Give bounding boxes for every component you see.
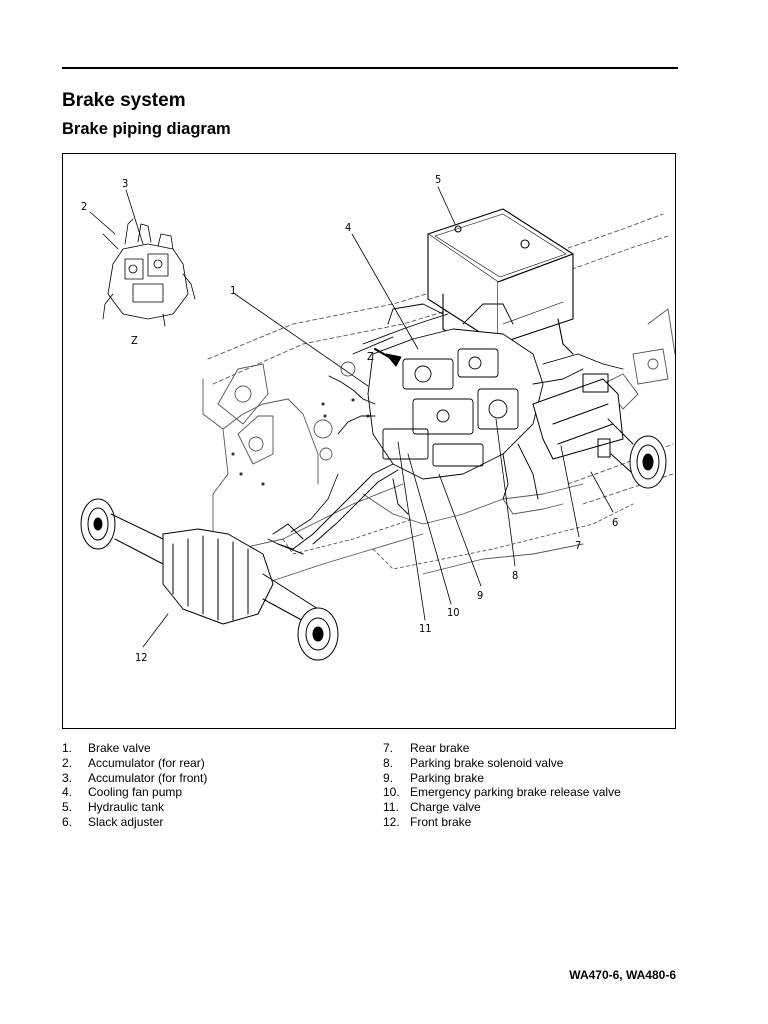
legend-item: 9. Parking brake xyxy=(383,771,683,786)
callout-4: 4 xyxy=(345,221,351,234)
legend-num: 12. xyxy=(383,814,400,829)
footer-model: WA470-6, WA480-6 xyxy=(569,968,676,982)
legend-text: Slack adjuster xyxy=(88,814,164,829)
legend-num: 5. xyxy=(62,800,73,815)
callout-9: 9 xyxy=(477,589,483,602)
inset-label-z: Z xyxy=(131,334,138,347)
callout-12: 12 xyxy=(135,651,148,664)
callout-5: 5 xyxy=(435,173,441,186)
brake-piping-diagram: Z Z 1 2 3 4 5 6 7 8 9 10 11 12 xyxy=(62,153,676,729)
legend-item: 4. Cooling fan pump xyxy=(62,785,362,800)
legend-text: Parking brake solenoid valve xyxy=(410,755,564,770)
legend-item: 3. Accumulator (for front) xyxy=(62,771,362,786)
legend-text: Accumulator (for rear) xyxy=(88,755,205,770)
callout-8: 8 xyxy=(512,569,518,582)
callout-3: 3 xyxy=(122,177,128,190)
rear-axle-drawing xyxy=(532,373,667,489)
legend-item: 5. Hydraulic tank xyxy=(62,800,362,815)
legend-item: 8. Parking brake solenoid valve xyxy=(383,756,683,771)
callout-7: 7 xyxy=(575,539,581,552)
legend-item: 1. Brake valve xyxy=(62,741,362,756)
legend-item: 10. Emergency parking brake release valve xyxy=(383,785,683,800)
legend-right: 7. Rear brake 8. Parking brake solenoid va… xyxy=(383,741,683,830)
legend-item: 6. Slack adjuster xyxy=(62,815,362,830)
legend-num: 1. xyxy=(62,741,73,755)
legend-text: Accumulator (for front) xyxy=(88,770,208,785)
legend-text: Emergency parking brake release valve xyxy=(410,785,621,800)
legend-num: 7. xyxy=(383,741,394,755)
callout-1: 1 xyxy=(230,284,236,297)
legend-text: Hydraulic tank xyxy=(88,800,165,815)
front-axle-drawing xyxy=(80,498,339,661)
legend-num: 6. xyxy=(62,814,73,829)
legend-num: 4. xyxy=(62,785,73,800)
legend-num: 8. xyxy=(383,755,394,770)
callout-11: 11 xyxy=(419,622,432,635)
legend-text: Cooling fan pump xyxy=(88,785,183,800)
legend-left: 1. Brake valve 2. Accumulator (for rear) 3… xyxy=(62,741,362,830)
section-subtitle: Brake piping diagram xyxy=(62,120,231,138)
callout-10: 10 xyxy=(447,606,460,619)
legend-text: Charge valve xyxy=(410,800,481,815)
diagram-drawing: Z Z 1 2 3 4 5 6 7 8 9 10 11 12 xyxy=(80,173,675,664)
callout-2: 2 xyxy=(81,200,87,213)
legend-num: 2. xyxy=(62,755,73,770)
legend-item: 11. Charge valve xyxy=(383,800,683,815)
page-title: Brake system xyxy=(62,90,186,111)
legend-item: 12. Front brake xyxy=(383,815,683,830)
legend-num: 9. xyxy=(383,770,394,785)
legend-num: 3. xyxy=(62,770,73,785)
legend-item: 7. Rear brake xyxy=(383,741,683,756)
legend-item: 2. Accumulator (for rear) xyxy=(62,756,362,771)
legend-text: Parking brake xyxy=(410,770,485,785)
callout-6: 6 xyxy=(612,516,618,529)
inset-view-z xyxy=(102,218,196,327)
legend-text: Brake valve xyxy=(88,741,151,755)
view-label-z: Z xyxy=(367,350,374,363)
leader-lines xyxy=(89,186,614,648)
top-rule xyxy=(62,67,678,69)
legend-num: 11. xyxy=(383,800,399,815)
legend-text: Rear brake xyxy=(410,741,470,755)
legend-num: 10. xyxy=(383,785,400,800)
legend-text: Front brake xyxy=(410,814,472,829)
hydraulic-tank-drawing xyxy=(427,208,574,355)
